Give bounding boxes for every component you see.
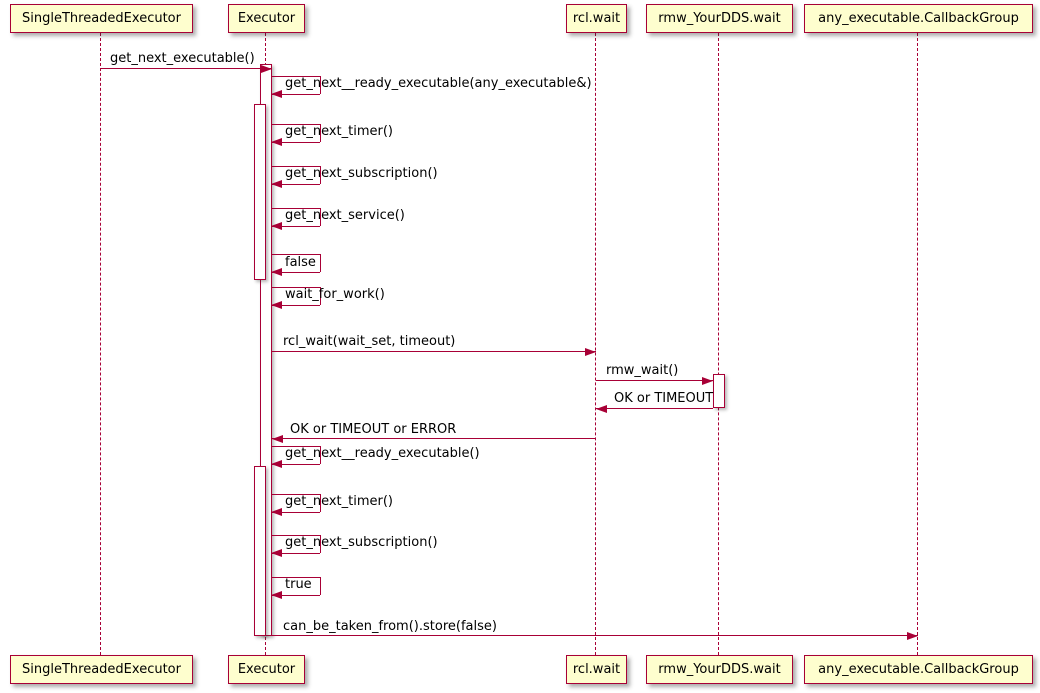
activation-bar-rmw-act <box>713 374 725 408</box>
message-m11-line <box>272 438 596 439</box>
participant-ste-bottom[interactable]: SingleThreadedExecutor <box>10 655 193 684</box>
message-label-m3: get_next_timer() <box>285 124 394 139</box>
message-label-m2: get_next__ready_executable(any_executabl… <box>285 76 592 91</box>
message-m12-bottom <box>272 464 320 465</box>
message-m2-arrowhead <box>271 90 282 98</box>
activation-bar-exec-loop1 <box>254 104 266 280</box>
message-m8-arrowhead <box>585 347 596 356</box>
message-m7-bottom <box>272 305 320 306</box>
participant-rcl-bottom[interactable]: rcl.wait <box>566 655 627 684</box>
participant-label: rcl.wait <box>572 11 621 26</box>
message-m1-arrowhead <box>261 64 272 73</box>
participant-rcl-top[interactable]: rcl.wait <box>566 4 627 33</box>
message-m9-arrowhead <box>702 376 713 385</box>
message-m7-side <box>320 287 321 305</box>
participant-exec-bottom[interactable]: Executor <box>228 655 305 684</box>
message-m13-top <box>272 494 320 495</box>
message-label-m15: true <box>285 577 312 592</box>
message-m6-arrowhead <box>271 268 282 276</box>
participant-label: rcl.wait <box>572 662 621 677</box>
message-label-m14: get_next_subscription() <box>285 535 438 550</box>
participant-rmw-top[interactable]: rmw_YourDDS.wait <box>646 4 793 33</box>
participant-label: Executor <box>237 11 296 26</box>
participant-cbg-bottom[interactable]: any_executable.CallbackGroup <box>804 655 1033 684</box>
message-label-m9: rmw_wait() <box>606 363 679 378</box>
participant-label: rmw_YourDDS.wait <box>658 662 781 677</box>
participant-rmw-bottom[interactable]: rmw_YourDDS.wait <box>646 655 793 684</box>
message-m5-top <box>272 208 320 209</box>
message-m2-top <box>272 76 320 77</box>
message-m4-bottom <box>272 184 320 185</box>
message-m16-line <box>272 635 918 636</box>
message-label-m5: get_next_service() <box>285 208 405 223</box>
message-m3-bottom <box>272 142 320 143</box>
message-m2-side <box>320 76 321 94</box>
message-label-m16: can_be_taken_from().store(false) <box>283 619 497 634</box>
participant-exec-top[interactable]: Executor <box>228 4 305 33</box>
lifeline-cbg <box>917 33 919 655</box>
message-m10-line <box>596 408 713 409</box>
participant-cbg-top[interactable]: any_executable.CallbackGroup <box>804 4 1033 33</box>
message-m6-bottom <box>272 272 320 273</box>
message-m9-line <box>596 380 713 381</box>
message-label-m13: get_next_timer() <box>285 494 394 509</box>
message-m12-top <box>272 446 320 447</box>
message-m15-top <box>272 577 320 578</box>
message-m15-arrowhead <box>271 591 282 599</box>
participant-label: SingleThreadedExecutor <box>22 11 181 26</box>
message-m15-side <box>320 577 321 595</box>
participant-label: rmw_YourDDS.wait <box>658 11 781 26</box>
message-m3-top <box>272 124 320 125</box>
message-m15-bottom <box>272 595 320 596</box>
message-m7-top <box>272 287 320 288</box>
message-m14-bottom <box>272 553 320 554</box>
message-m4-side <box>320 166 321 184</box>
message-m2-bottom <box>272 94 320 95</box>
participant-label: any_executable.CallbackGroup <box>818 11 1019 26</box>
lifeline-ste <box>100 33 102 655</box>
message-m13-side <box>320 494 321 512</box>
message-m12-arrowhead <box>271 460 282 468</box>
message-m1-line <box>101 68 272 69</box>
message-label-m4: get_next_subscription() <box>285 166 438 181</box>
lifeline-rcl <box>595 33 597 655</box>
participant-label: Executor <box>237 662 296 677</box>
message-label-m1: get_next_executable() <box>110 51 255 66</box>
message-m4-top <box>272 166 320 167</box>
participant-label: SingleThreadedExecutor <box>22 662 181 677</box>
message-m14-side <box>320 535 321 553</box>
message-m5-bottom <box>272 226 320 227</box>
message-m8-line <box>272 351 596 352</box>
participant-label: any_executable.CallbackGroup <box>818 662 1019 677</box>
message-m3-side <box>320 124 321 142</box>
message-m12-side <box>320 446 321 464</box>
activation-bar-exec-loop2 <box>254 466 266 636</box>
message-m4-arrowhead <box>271 180 282 188</box>
message-label-m8: rcl_wait(wait_set, timeout) <box>283 334 456 349</box>
participant-ste-top[interactable]: SingleThreadedExecutor <box>10 4 193 33</box>
message-label-m12: get_next__ready_executable() <box>285 446 480 461</box>
message-m13-bottom <box>272 512 320 513</box>
message-m14-arrowhead <box>271 549 282 557</box>
lifeline-rmw <box>718 33 720 655</box>
message-label-m10: OK or TIMEOUT <box>614 391 714 406</box>
message-label-m11: OK or TIMEOUT or ERROR <box>290 422 457 437</box>
message-m6-top <box>272 254 320 255</box>
message-m11-arrowhead <box>272 434 283 443</box>
message-m13-arrowhead <box>271 508 282 516</box>
message-m16-arrowhead <box>907 631 918 640</box>
message-m14-top <box>272 535 320 536</box>
message-m7-arrowhead <box>271 301 282 309</box>
message-m3-arrowhead <box>271 138 282 146</box>
message-m5-arrowhead <box>271 222 282 230</box>
message-label-m6: false <box>285 255 316 270</box>
message-m10-arrowhead <box>596 404 607 413</box>
message-m6-side <box>320 254 321 272</box>
message-label-m7: wait_for_work() <box>285 287 385 302</box>
message-m5-side <box>320 208 321 226</box>
